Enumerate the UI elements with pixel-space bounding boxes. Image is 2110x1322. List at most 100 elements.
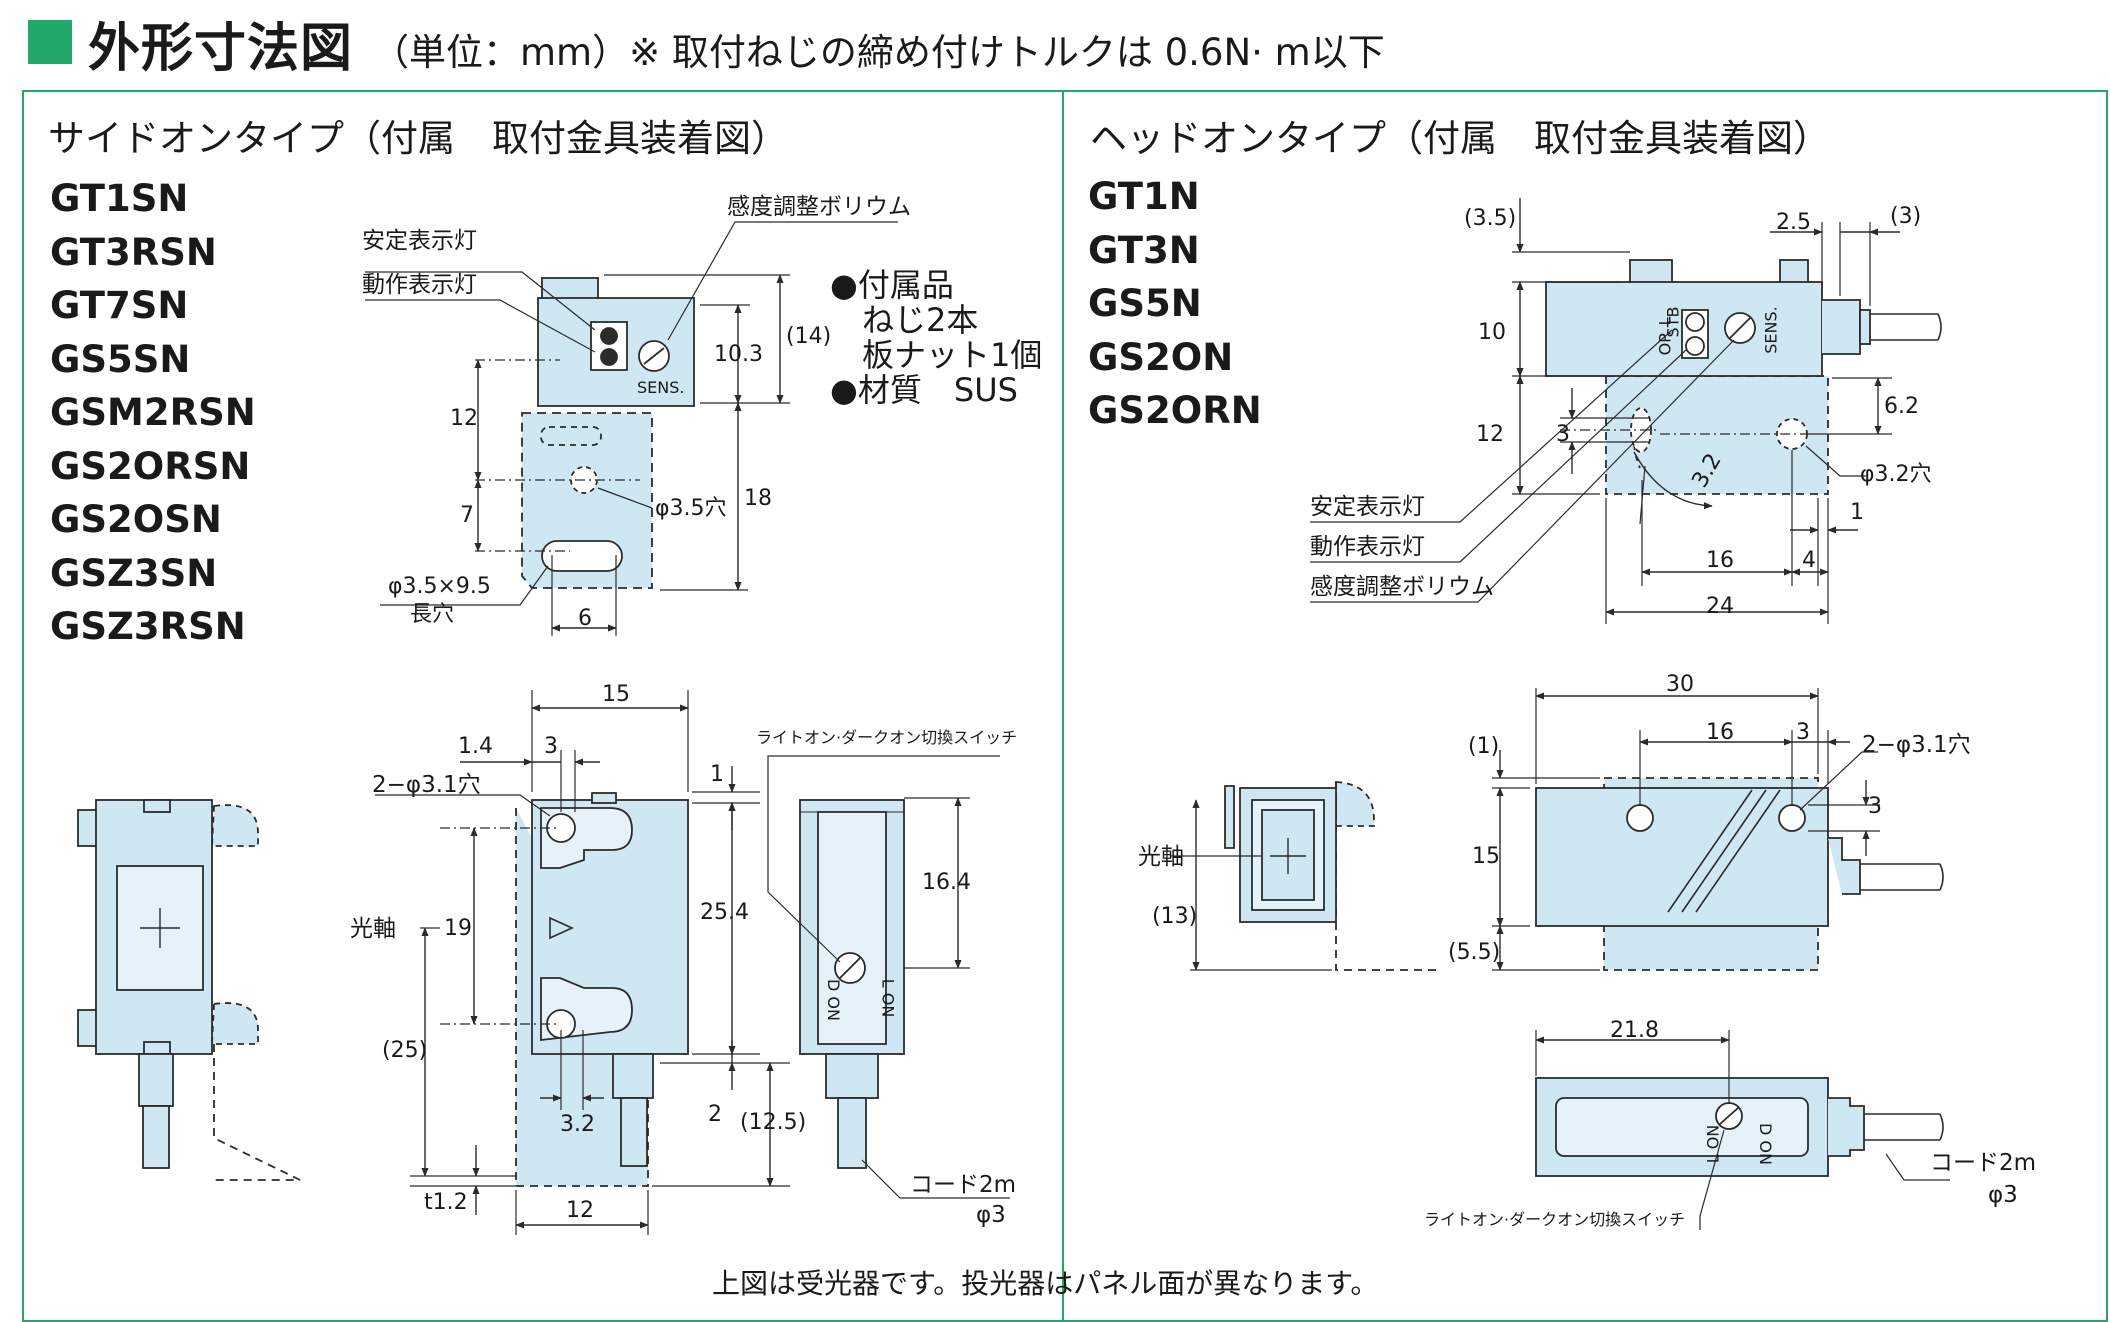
operation-indicator (600, 348, 618, 366)
accessories-heading: ●付属品 (830, 266, 954, 304)
dim-10-3: 10.3 (714, 342, 763, 367)
optical-axis-label: 光軸 (350, 916, 396, 942)
dim-25-4: 25.4 (700, 900, 749, 925)
model-name: GS5N (1088, 282, 1202, 325)
l-on-marking-head: L ON (1703, 1124, 1723, 1164)
dim-16-head: 16 (1706, 548, 1734, 573)
dim-3-front: 3 (1796, 720, 1810, 745)
head-on-title: ヘッドオンタイプ（付属 取付金具装着図） (1090, 117, 1830, 160)
dim-21-8: 21.8 (1610, 1018, 1659, 1043)
d-on-marking: D ON (823, 979, 843, 1021)
dim-12-head: 12 (1476, 422, 1504, 447)
material-note: ●材質 SUS (830, 371, 1018, 409)
head-on-model-list: GT1N GT3N GS5N GS2ON GS2ORN (1088, 170, 1262, 438)
sens-marking-head: SENS. (1761, 306, 1781, 354)
page-subtitle: （単位：mm）※ 取付ねじの締め付けトルクは 0.6N· m以下 (372, 31, 1385, 74)
dim-2: 2 (708, 1102, 722, 1127)
sensitivity-volume-label-head: 感度調整ボリウム (1310, 574, 1494, 600)
side-on-top-view (365, 221, 898, 636)
model-name: GT7SN (50, 284, 189, 327)
dim-3-paren: (3) (1890, 204, 1922, 229)
model-name: GT3N (1088, 228, 1200, 272)
operation-indicator-label-head: 動作表示灯 (1310, 534, 1425, 560)
dim-24: 24 (1706, 594, 1734, 619)
head-on-panel (1062, 90, 2108, 1322)
dim-14: (14) (786, 324, 832, 349)
side-on-back-view (77, 799, 301, 1181)
accessories-note: ●付属品 ねじ2本 板ナット1個 ●材質 SUS (830, 268, 1042, 408)
dim-t1-2: t1.2 (424, 1190, 468, 1215)
cord-label-head: コード2m (1930, 1150, 2037, 1176)
side-on-title: サイドオンタイプ（付属 取付金具装着図） (48, 117, 788, 160)
sensor-body-side-head (1535, 787, 1829, 927)
head-on-side-view (1170, 781, 1440, 971)
mounting-holes-label-head: 2−φ3.1穴 (1862, 732, 1971, 758)
stable-indicator-label: 安定表示灯 (362, 228, 477, 254)
dim-1-paren: (1) (1468, 734, 1500, 759)
dim-5-5: (5.5) (1448, 940, 1501, 965)
model-name: GSZ3SN (50, 551, 218, 595)
dim-12-bottom: 12 (566, 1198, 594, 1223)
long-slot-label-2: 長穴 (410, 602, 455, 627)
sensitivity-volume-label: 感度調整ボリウム (727, 194, 911, 220)
stb-marking: STB (1663, 306, 1683, 338)
switch-label: ライトオン·ダークオン切換スイッチ (756, 728, 1018, 747)
side-on-side-view (767, 755, 1010, 1199)
model-name: GS2ON (1088, 335, 1234, 379)
dim-30: 30 (1666, 672, 1694, 697)
model-name: GSM2RSN (50, 391, 256, 434)
dim-3-2: 3.2 (560, 1112, 595, 1137)
model-name: GSZ3RSN (50, 605, 246, 648)
dim-3: 3 (544, 734, 558, 759)
dim-12-bracket: 12 (450, 406, 478, 431)
dim-6-2: 6.2 (1884, 394, 1919, 419)
dim-1-4: 1.4 (458, 734, 493, 759)
dim-3-front-b: 3 (1868, 794, 1882, 819)
dim-7: 7 (460, 503, 474, 528)
bracket-slot-top (540, 426, 602, 446)
side-on-front-view (375, 690, 790, 1235)
dim-10: 10 (1478, 320, 1506, 345)
operation-indicator-label: 動作表示灯 (362, 272, 477, 298)
stable-indicator-label-head: 安定表示灯 (1310, 494, 1425, 520)
accessory-screws: ねじ2本 (862, 301, 979, 339)
dim-2-5: 2.5 (1776, 210, 1811, 235)
head-on-front-view (1492, 688, 1944, 971)
dim-16-4: 16.4 (922, 870, 971, 895)
cord-label: コード2m (910, 1172, 1017, 1198)
cord-diameter: φ3 (976, 1202, 1006, 1228)
dim-1: 1 (710, 762, 724, 787)
dim-25: (25) (382, 1038, 428, 1063)
footnote: 上図は受光器です。投光器はパネル面が異なります。 (712, 1267, 1379, 1300)
page-title: 外形寸法図 (88, 19, 354, 79)
model-name: GS2ORN (1088, 389, 1262, 432)
dim-12-5: (12.5) (740, 1110, 807, 1135)
header-accent-square (28, 20, 72, 64)
model-name: GS2OSN (50, 498, 222, 541)
long-slot-label: φ3.5×9.5 (388, 574, 491, 599)
accessory-nut: 板ナット1個 (862, 336, 1043, 374)
sens-marking: SENS. (637, 378, 685, 397)
bracket-long-slot (541, 540, 623, 572)
switch-label-head: ライトオン·ダークオン切換スイッチ (1424, 1210, 1686, 1229)
dim-18: 18 (744, 486, 772, 511)
dim-4: 4 (1802, 548, 1816, 573)
side-on-model-list: GT1SN GT3RSN GT7SN GS5SN GSM2RSN GS2ORSN… (50, 172, 256, 654)
model-name: GT1SN (50, 177, 189, 220)
dim-16-front: 16 (1706, 720, 1734, 745)
optical-axis-label-head: 光軸 (1138, 844, 1184, 870)
head-on-bottom-view (1535, 1030, 1950, 1230)
hole-label: φ3.5穴 (655, 496, 727, 521)
model-name: GT3RSN (50, 230, 217, 274)
dim-3-hole: 3 (1556, 422, 1570, 447)
l-on-marking: L ON (878, 978, 898, 1018)
dim-19: 19 (444, 916, 472, 941)
stable-indicator (600, 327, 618, 345)
dim-3-5: (3.5) (1464, 206, 1517, 231)
cord-diameter-head: φ3 (1988, 1182, 2018, 1208)
model-name: GS2ORSN (50, 444, 251, 488)
dim-13: (13) (1152, 904, 1198, 929)
dim-15: 15 (602, 682, 630, 707)
head-on-top-view (1310, 198, 1942, 624)
